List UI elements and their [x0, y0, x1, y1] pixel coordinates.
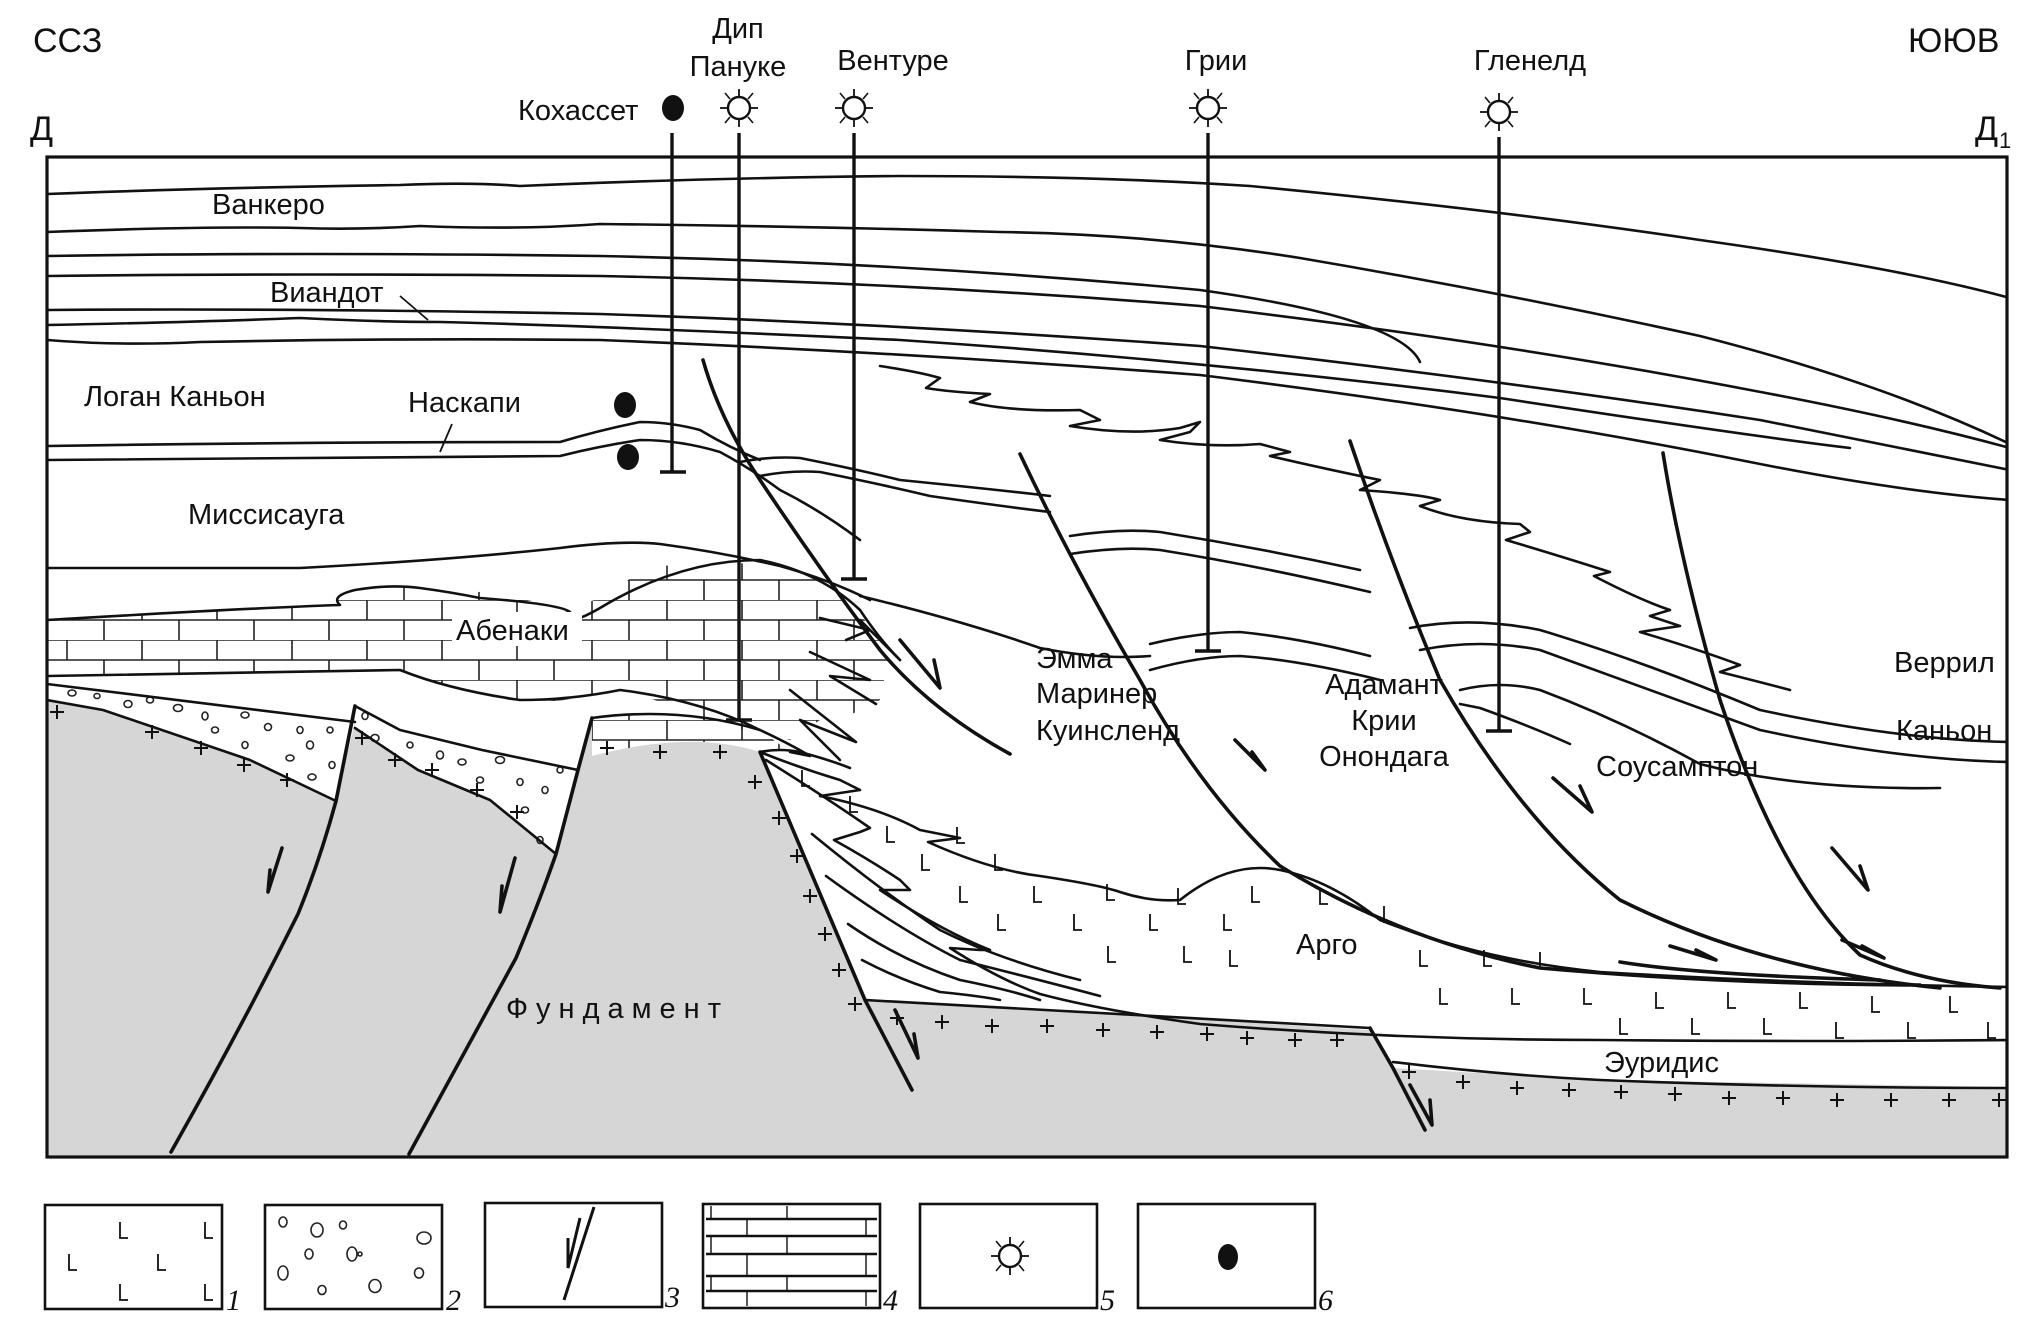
basement-fill	[47, 700, 2007, 1157]
label-fundament: Фундамент	[506, 993, 729, 1025]
conglomerate-pebbles	[67, 689, 564, 845]
legend-item-2: 2	[263, 1203, 461, 1317]
fault-icon	[562, 1206, 596, 1301]
legend-number: 2	[446, 1284, 461, 1317]
profile-end-right: Д	[1975, 110, 1998, 148]
conglomerate-pattern-icon	[277, 1216, 432, 1296]
legend-item-5: 5	[918, 1202, 1115, 1317]
section-body	[47, 174, 2007, 1157]
field-queensland: Куинсленд	[1036, 715, 1180, 747]
well-label: Грии	[1185, 45, 1248, 77]
well-grii: Грии	[1185, 45, 1248, 653]
label-abenaki-bg	[452, 612, 582, 646]
label-naskapi: Наскапи	[408, 387, 521, 419]
oil-show-icon	[614, 392, 636, 418]
field-mariner: Маринер	[1036, 678, 1157, 710]
profile-end-right-subscript: 1	[1999, 128, 2011, 153]
legend-number: 3	[664, 1281, 680, 1314]
label-euridis: Эуридис	[1604, 1047, 1719, 1079]
section-frame	[45, 155, 2009, 1159]
legend-number: 6	[1318, 1284, 1333, 1317]
horst-limestone	[592, 714, 790, 756]
gas-well-icon	[833, 87, 875, 129]
legend-number: 1	[226, 1284, 241, 1317]
well-label: Вентуре	[837, 45, 949, 77]
well-label: Дип	[712, 13, 764, 45]
abenaki-limestone	[47, 561, 890, 740]
direction-right: ЮЮВ	[1908, 22, 1999, 60]
well-kokhasset: Кохассет	[518, 95, 686, 474]
basement-crosses	[50, 705, 2006, 1107]
oil-well-icon	[662, 95, 684, 121]
label-logan-kanyon: Логан Каньон	[84, 381, 266, 413]
field-adamant: Адамант	[1325, 669, 1443, 701]
gas-well-icon	[1478, 91, 1520, 133]
profile-end-left: Д	[30, 110, 53, 148]
field-krii: Крии	[1351, 705, 1416, 737]
label-abenaki: Абенаки	[456, 615, 569, 647]
legend-item-1: 1	[43, 1203, 241, 1317]
label-vankero: Ванкеро	[212, 189, 325, 221]
gas-well-icon	[1187, 87, 1229, 129]
legend-item-3: 3	[483, 1201, 680, 1314]
legend-item-4: 4	[701, 1202, 898, 1317]
well-venture: Вентуре	[833, 45, 949, 581]
limestone-pattern-icon	[706, 1206, 877, 1306]
field-onondaga: Онондага	[1319, 741, 1450, 773]
oil-show-icon	[617, 444, 639, 470]
legend-item-6: 6	[1136, 1202, 1333, 1317]
direction-left: ССЗ	[33, 22, 102, 60]
label-argo: Арго	[1296, 929, 1358, 961]
gas-well-icon	[989, 1235, 1031, 1277]
label-viandot: Виандот	[270, 277, 383, 309]
well-label: Пануке	[690, 51, 787, 83]
well-gleneld: Гленелд	[1474, 45, 1586, 733]
oil-well-icon	[1218, 1244, 1238, 1270]
label-sousampton: Соусамптон	[1596, 751, 1758, 783]
well-label: Гленелд	[1474, 45, 1586, 77]
field-emma: Эмма	[1036, 643, 1113, 675]
legend-number: 5	[1100, 1284, 1115, 1317]
well-label: Кохассет	[518, 95, 638, 127]
gas-well-icon	[718, 87, 760, 129]
label-verril: Веррил	[1894, 647, 1995, 679]
legend: 1 2 3	[43, 1201, 1333, 1317]
label-kanyon: Каньон	[1896, 715, 1992, 747]
legend-number: 4	[883, 1284, 898, 1317]
label-missisauga: Миссисауга	[188, 499, 345, 531]
